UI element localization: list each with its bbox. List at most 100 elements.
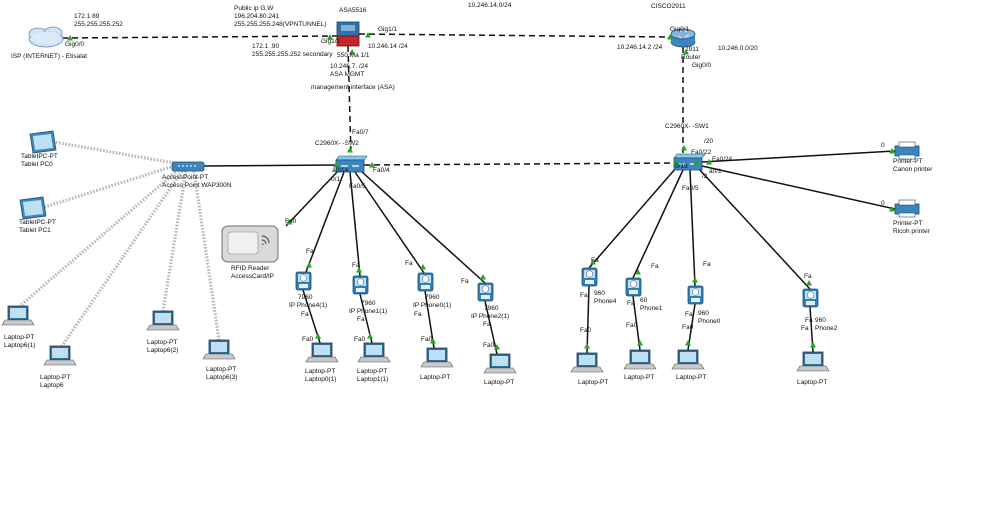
laptop-port: Fa0 [580, 327, 592, 334]
sw2-port-right: Fa0/4 [373, 167, 390, 174]
network-link [61, 35, 338, 39]
ip-phone-icon[interactable] [687, 285, 704, 305]
network-link [701, 150, 896, 163]
phone-up-port: Fa [651, 263, 659, 270]
phone-down-port: Fa [627, 300, 635, 307]
ip-phone-icon[interactable] [581, 267, 598, 287]
ip-phone-icon[interactable] [352, 275, 369, 295]
laptop-label: Laptop-PT [420, 374, 450, 382]
router-icon[interactable] [670, 28, 696, 48]
laptop-icon[interactable] [483, 353, 517, 374]
access-point-icon[interactable] [171, 161, 205, 172]
port-up-indicator-icon [889, 206, 895, 212]
asa-secondary-info: 172.1 .90 255.255.255.252 secondary [252, 43, 333, 59]
port-up-indicator-icon [584, 343, 590, 349]
port-up-indicator-icon [692, 277, 698, 283]
ip-phone-icon[interactable] [802, 288, 819, 308]
port-up-indicator-icon [683, 49, 689, 55]
printer-icon[interactable] [894, 199, 920, 218]
laptop-icon[interactable] [202, 339, 236, 360]
router-name-label: CISCO2911 [651, 3, 686, 10]
laptop-icon[interactable] [671, 349, 705, 370]
laptop-name: Laptop0(1) [305, 376, 337, 383]
laptop-icon[interactable] [796, 351, 830, 372]
port-up-indicator-icon [315, 333, 321, 339]
printer-port: 0 [881, 142, 885, 149]
port-up-indicator-icon [590, 259, 596, 265]
laptop-type: Laptop-PT [40, 374, 71, 381]
phone-up-port: Fa [306, 248, 314, 255]
isp-cloud-icon[interactable] [28, 26, 64, 48]
phone-up-port: Fa [405, 260, 413, 267]
tablet-name: Tablet PC1 [19, 227, 51, 234]
laptop-icon[interactable] [43, 345, 77, 366]
ap-model: Access Point WAP300N [162, 182, 232, 189]
printer-type: Printer-PT [893, 158, 923, 165]
port-up-indicator-icon [810, 342, 816, 348]
printer-icon[interactable] [894, 141, 920, 160]
tablet-type: TabletPC-PT [19, 219, 56, 226]
printer-name: Canon printer [893, 166, 933, 173]
asa-secondary-ip: 172.1 .90 [252, 43, 280, 50]
port-up-indicator-icon [347, 147, 353, 153]
laptop-icon[interactable] [305, 342, 339, 363]
router-sub-label: Router [681, 54, 701, 61]
laptop-label: Laptop-PT Laptop1(1) [357, 368, 388, 384]
tablet-type: TabletPC-PT [21, 153, 58, 160]
port-up-indicator-icon [327, 34, 333, 40]
laptop-icon[interactable] [1, 305, 35, 326]
tablet-name: Tablet PC0 [21, 161, 53, 168]
ip-phone-icon[interactable] [295, 271, 312, 291]
tablet-icon[interactable] [19, 196, 47, 220]
laptop-name: Laptop6(3) [206, 374, 238, 381]
top-network-label: 10.246.14.0/24 [468, 2, 512, 9]
tablet-icon[interactable] [29, 130, 57, 154]
port-up-indicator-icon [67, 35, 73, 41]
asa-firewall-icon[interactable] [336, 21, 360, 47]
wireless-link [60, 170, 184, 347]
rfid-name: RFID Reader [231, 265, 270, 272]
network-link [588, 167, 677, 269]
laptop-icon[interactable] [420, 347, 454, 368]
phone-up-port: Fa [461, 278, 469, 285]
isp-mask: 255.255.255.252 [74, 21, 123, 28]
port-up-indicator-icon [673, 160, 679, 166]
sw2-name-label: C2960X- -SW2 [315, 140, 359, 147]
ip-phone-icon[interactable] [417, 272, 434, 292]
port-up-indicator-icon [356, 267, 362, 273]
ip-phone-icon[interactable] [625, 277, 642, 297]
port-up-indicator-icon [430, 338, 436, 344]
laptop-port: Fa0 [354, 336, 366, 343]
laptop-name: Laptop6 [40, 382, 64, 389]
laptop-type: Laptop-PT [4, 334, 35, 341]
switch-sw2-icon[interactable] [335, 155, 368, 173]
port-up-indicator-icon [667, 34, 673, 40]
laptop-icon[interactable] [570, 352, 604, 373]
asa-mgmt-desc: management interface (ASA) [311, 84, 395, 91]
port-up-indicator-icon [286, 219, 292, 225]
laptop-type: Laptop-PT [797, 379, 828, 386]
ip-phone-icon[interactable] [477, 282, 494, 302]
phone-up-port: Fa [804, 273, 812, 280]
rfid-reader-icon[interactable] [221, 225, 279, 263]
port-up-indicator-icon [637, 340, 643, 346]
port-up-indicator-icon [685, 340, 691, 346]
port-up-indicator-icon [494, 344, 500, 350]
laptop-type: Laptop-PT [357, 368, 388, 375]
phone-name: IP Phone4(1) [289, 302, 328, 309]
laptop-icon[interactable] [357, 342, 391, 363]
asa-public-info: Public ip G.W 196.204.80.241 255.255.255… [234, 5, 327, 29]
sw1-port-right: Fa0/24 [712, 156, 733, 163]
phone-name: Phone1 [640, 305, 663, 312]
port-up-indicator-icon [480, 274, 486, 280]
laptop-label: Laptop-PT Laptop6(2) [147, 339, 178, 355]
wireless-link [192, 170, 221, 341]
network-link [424, 290, 435, 349]
sw1-port-r2: a0/1 [709, 168, 722, 175]
laptop-icon[interactable] [146, 310, 180, 331]
laptop-label: Laptop-PT Laptop6(1) [4, 334, 35, 350]
port-up-indicator-icon [706, 159, 712, 165]
network-link [586, 285, 590, 354]
laptop-icon[interactable] [623, 349, 657, 370]
